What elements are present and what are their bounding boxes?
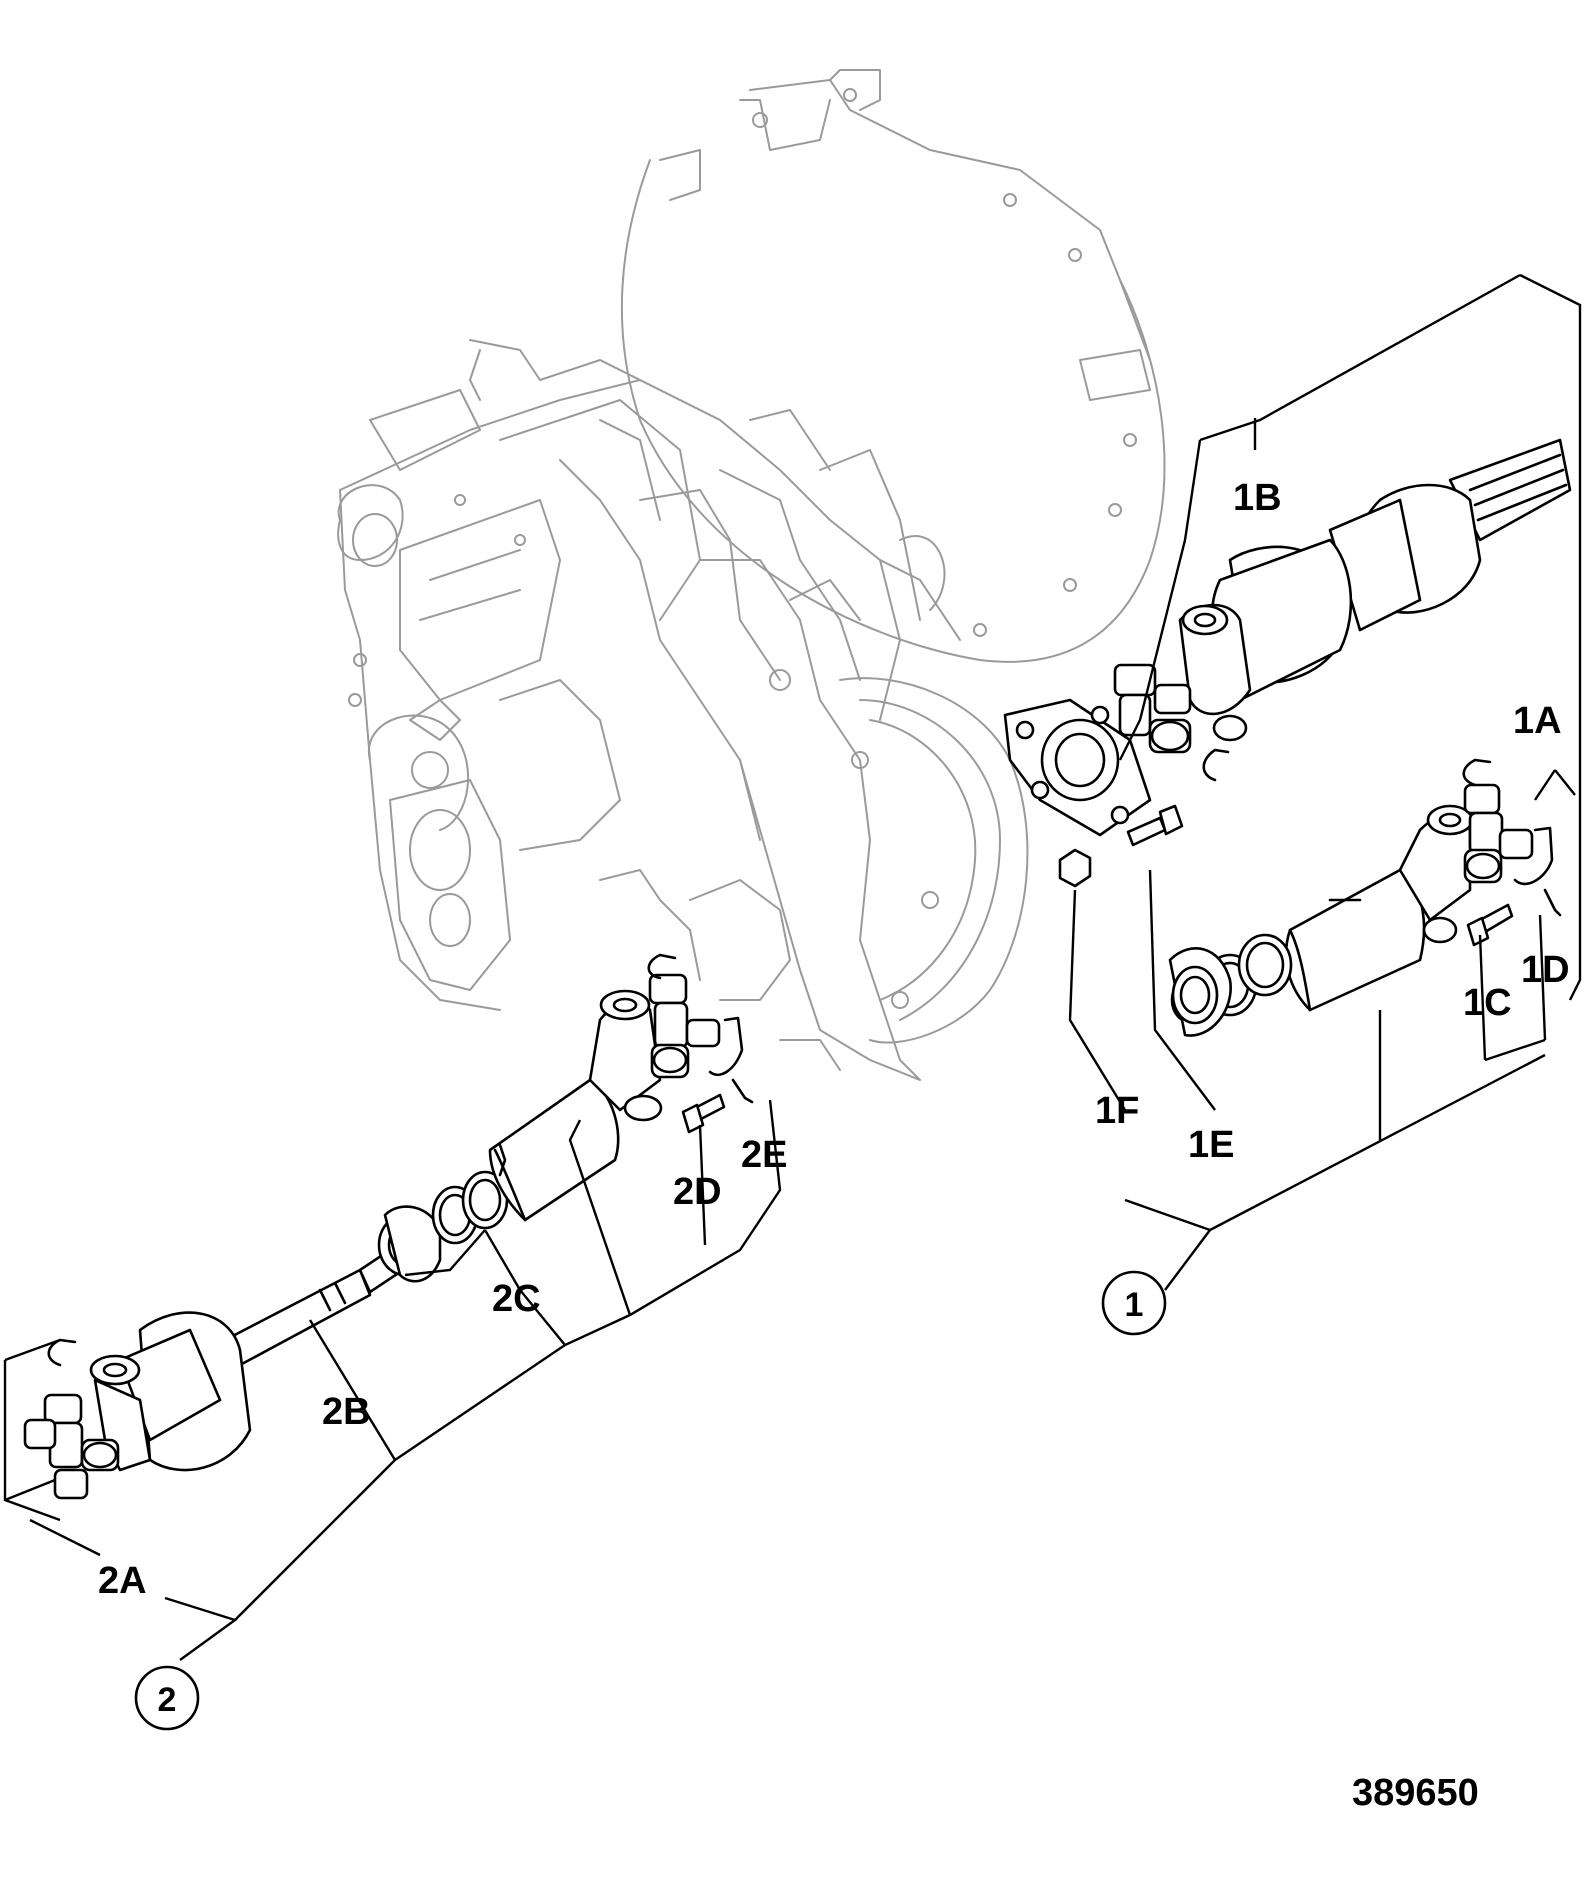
assembly-1-number: 1	[1125, 1286, 1144, 1324]
universal-joint-2	[648, 973, 721, 1079]
callout-1F: 1F	[1095, 1090, 1139, 1132]
transmission-housing-ghost	[337, 69, 1166, 1081]
assembly-2-callout: 2	[134, 1665, 200, 1731]
leader-lines	[3, 273, 1582, 1661]
assembly-2-driveshaft	[23, 953, 754, 1500]
assembly-2-number: 2	[158, 1681, 177, 1719]
callout-1D: 1D	[1521, 949, 1570, 991]
callout-1C: 1C	[1463, 982, 1512, 1024]
universal-joint-lower	[1463, 783, 1534, 884]
callout-2E: 2E	[741, 1134, 787, 1176]
drawing-number: 389650	[1352, 1772, 1479, 1814]
callout-2A: 2A	[98, 1560, 147, 1602]
callout-2D: 2D	[673, 1171, 722, 1213]
assembly-1-callout: 1	[1101, 1270, 1167, 1336]
callout-1A: 1A	[1513, 700, 1562, 742]
universal-joint-2-outer	[23, 1393, 120, 1500]
callout-labels: 1A 1B 1C 1D 1E 1F 2A 2B 2C 2D 2E	[98, 477, 1570, 1602]
callout-2C: 2C	[492, 1278, 541, 1320]
callout-1E: 1E	[1188, 1124, 1234, 1166]
callout-1B: 1B	[1233, 477, 1282, 519]
assembly-1-driveshaft	[1003, 438, 1572, 1037]
callout-2B: 2B	[322, 1391, 371, 1433]
universal-joint-upper	[1113, 663, 1192, 754]
